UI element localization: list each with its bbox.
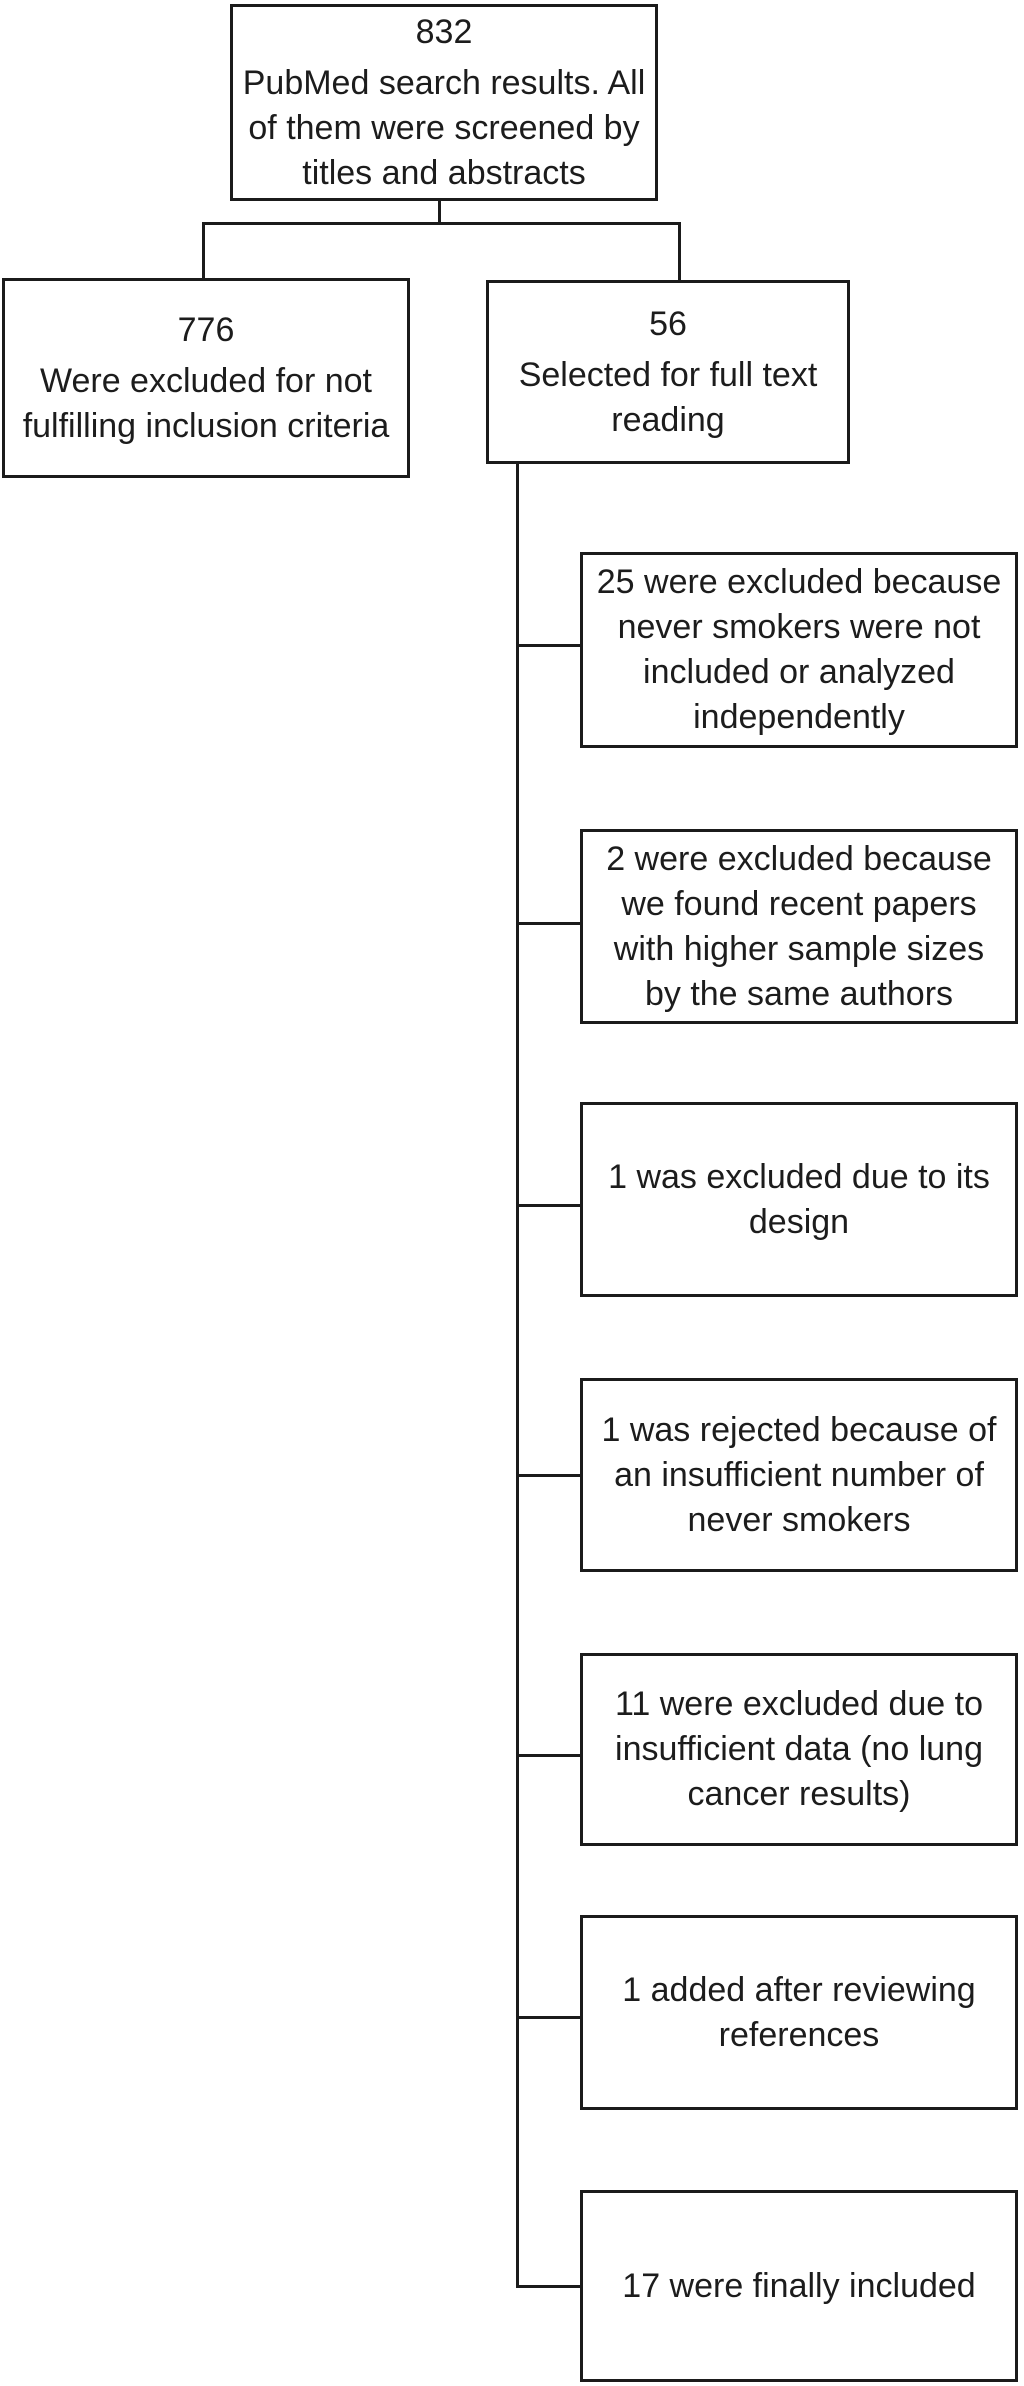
- node-description: 2 were excluded because we found recent …: [606, 839, 992, 1013]
- node-description: 17 were finally included: [622, 2266, 976, 2305]
- connector-branch-7: [516, 2285, 583, 2288]
- node-excluded-initial: 776 Were excluded for not fulfilling inc…: [2, 278, 410, 478]
- connector-branch-6: [516, 2016, 583, 2019]
- node-count: 832: [415, 12, 473, 51]
- node-description: 11 were excluded due to insufficient dat…: [615, 1685, 983, 1813]
- node-count: 56: [649, 304, 687, 343]
- node-excluded-duplicate-authors: 2 were excluded because we found recent …: [580, 829, 1018, 1024]
- connector-to-excluded: [202, 222, 205, 280]
- connector-trunk-vertical: [516, 462, 519, 2288]
- node-excluded-insufficient-data: 11 were excluded due to insufficient dat…: [580, 1653, 1018, 1846]
- connector-screened-stub: [438, 199, 441, 224]
- node-fulltext-selected: 56 Selected for full text reading: [486, 280, 850, 464]
- node-description: 25 were excluded because never smokers w…: [596, 563, 1002, 736]
- node-added-from-references: 1 added after reviewing references: [580, 1915, 1018, 2110]
- node-description: PubMed search results. All of them were …: [242, 63, 646, 192]
- node-description: 1 was rejected because of an insufficien…: [601, 1410, 997, 1539]
- node-excluded-never-smokers: 25 were excluded because never smokers w…: [580, 552, 1018, 748]
- connector-to-fulltext: [678, 222, 681, 282]
- node-finally-included: 17 were finally included: [580, 2190, 1018, 2382]
- connector-branch-3: [516, 1204, 583, 1207]
- connector-branch-2: [516, 922, 583, 925]
- node-screened-records: 832 PubMed search results. All of them w…: [230, 4, 658, 201]
- node-description: Selected for full text reading: [518, 355, 818, 439]
- connector-branch-4: [516, 1474, 583, 1477]
- node-description: 1 was excluded due to its design: [608, 1157, 990, 1241]
- connector-split-horizontal: [202, 222, 681, 225]
- node-excluded-design: 1 was excluded due to its design: [580, 1102, 1018, 1297]
- node-description: 1 added after reviewing references: [622, 1970, 976, 2054]
- node-count: 776: [177, 310, 235, 349]
- connector-branch-1: [516, 644, 583, 647]
- connector-branch-5: [516, 1754, 583, 1757]
- node-description: Were excluded for not fulfilling inclusi…: [22, 361, 390, 445]
- node-rejected-insufficient-never-smokers: 1 was rejected because of an insufficien…: [580, 1378, 1018, 1572]
